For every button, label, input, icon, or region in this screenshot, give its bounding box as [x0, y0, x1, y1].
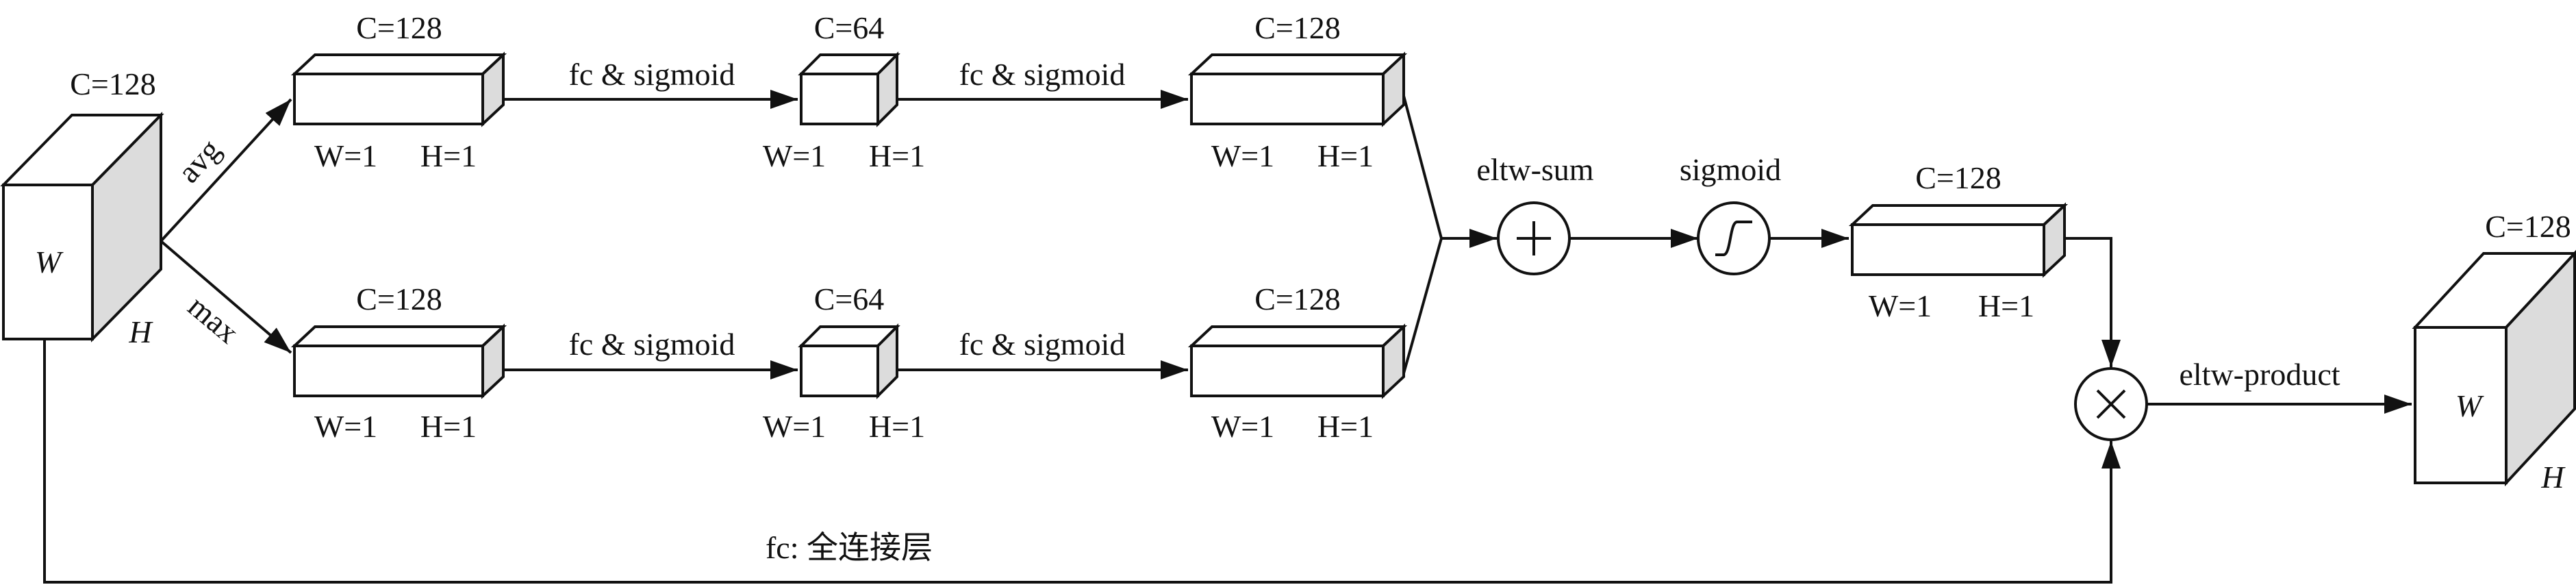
sigmoid-node: sigmoid [1680, 152, 1781, 275]
merge-line-bottom [1402, 238, 1443, 374]
fc-sigmoid-label: fc & sigmoid [959, 327, 1126, 362]
input-feature-cube: W H C=128 [0, 66, 164, 349]
output-height-label: H [2540, 460, 2566, 495]
height-label: H=1 [1317, 409, 1374, 444]
width-label: W=1 [763, 138, 826, 173]
sigmoid-label: sigmoid [1680, 152, 1781, 187]
height-label: H=1 [869, 138, 925, 173]
height-label: H=1 [869, 409, 925, 444]
width-label: W=1 [314, 409, 377, 444]
skip-connection-arrow [43, 339, 2121, 584]
eltw-sum-label: eltw-sum [1476, 152, 1593, 187]
channel-label: C=64 [814, 282, 885, 316]
avg-branch-arrow [160, 98, 292, 242]
width-label: W=1 [1211, 138, 1274, 173]
attention-vector-128: C=128 W=1 H=1 [1848, 160, 2069, 323]
height-label: H=1 [420, 409, 477, 444]
fc-sigmoid-label: fc & sigmoid [569, 57, 735, 92]
output-channel-label: C=128 [2485, 209, 2571, 244]
avg-pool-label: avg [171, 132, 227, 189]
channel-label: C=128 [1915, 160, 2002, 195]
width-label: W=1 [1211, 409, 1274, 444]
channel-label: C=128 [356, 10, 442, 45]
input-height-label: H [128, 314, 153, 349]
fc-sigmoid-label: fc & sigmoid [959, 57, 1126, 92]
fc-sigmoid-label: fc & sigmoid [569, 327, 735, 362]
max-branch-arrow [160, 240, 292, 354]
height-label: H=1 [420, 138, 477, 173]
footnote-label: fc: 全连接层 [766, 530, 933, 565]
merge-line-top [1402, 95, 1443, 239]
channel-label: C=128 [1254, 10, 1341, 45]
max-vector-64: C=64 W=1 H=1 [763, 282, 925, 444]
max-pool-label: max [181, 288, 245, 350]
input-channel-label: C=128 [70, 66, 156, 101]
channel-label: C=64 [814, 10, 885, 45]
input-width-label: W [35, 245, 64, 279]
height-label: H=1 [1317, 138, 1374, 173]
width-label: W=1 [763, 409, 826, 444]
output-width-label: W [2455, 388, 2484, 423]
eltw-product-node: eltw-product [2074, 357, 2340, 441]
max-vector-128: C=128 W=1 H=1 [290, 282, 507, 444]
channel-label: C=128 [1254, 282, 1341, 316]
channel-label: C=128 [356, 282, 442, 316]
width-label: W=1 [1869, 288, 1932, 323]
avg-vector-128: C=128 W=1 H=1 [290, 10, 507, 173]
height-label: H=1 [1978, 288, 2034, 323]
output-feature-cube: W H C=128 [2412, 209, 2576, 495]
eltw-sum-node: eltw-sum [1476, 152, 1594, 275]
avg-vector-64: C=64 W=1 H=1 [763, 10, 925, 173]
width-label: W=1 [314, 138, 377, 173]
max-output-vector-128: C=128 W=1 H=1 [1187, 282, 1408, 444]
attention-to-product-arrow [2064, 237, 2121, 367]
eltw-product-label: eltw-product [2179, 357, 2340, 392]
avg-output-vector-128: C=128 W=1 H=1 [1187, 10, 1408, 173]
